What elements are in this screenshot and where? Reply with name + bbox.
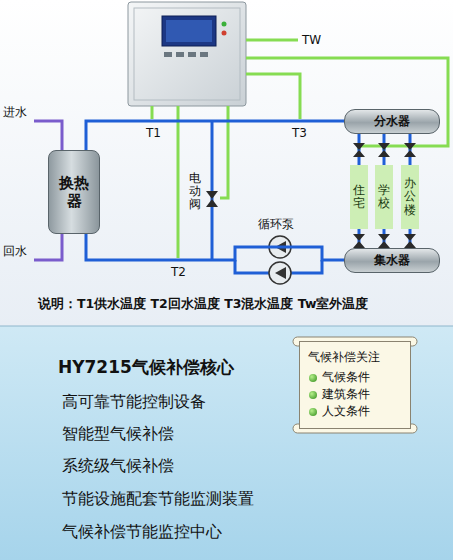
feature-line: 系统级气候补偿 <box>62 456 174 477</box>
valve-symbol <box>378 234 390 248</box>
building-branch: 学校 <box>375 165 393 229</box>
valve-symbol <box>404 143 416 157</box>
button <box>176 52 184 57</box>
node-text: 换热器 <box>58 174 90 210</box>
panel-heading: HY7215气候补偿核心 <box>58 356 234 379</box>
indicator <box>222 22 227 27</box>
valve-label: 电动阀 <box>189 172 201 212</box>
controller-housing <box>128 2 246 106</box>
bullet-item: 气候条件 <box>308 369 370 386</box>
node-text: 分水器 <box>374 113 410 130</box>
signal-wire <box>246 58 448 146</box>
bypass-pipe <box>211 121 214 260</box>
pumps <box>269 236 291 284</box>
sensor-label: TW <box>302 33 321 47</box>
water-pipe <box>86 234 344 260</box>
pipe-label: 进水 <box>3 104 27 121</box>
sensor-label: T2 <box>171 265 186 279</box>
branch-valves <box>353 143 416 248</box>
signal-wire <box>246 74 300 119</box>
top-ground <box>0 0 453 326</box>
heat-exchanger: 换热器 <box>48 150 100 234</box>
signal-wire <box>246 39 298 42</box>
note: 说明：T1供水温度 T2回水温度 T3混水温度 Tw室外温度 <box>38 296 368 313</box>
node-text: 学校 <box>378 184 390 210</box>
divider <box>0 326 453 327</box>
signal-wires <box>152 40 448 258</box>
feature-line: 节能设施配套节能监测装置 <box>62 489 254 510</box>
bullet-item: 建筑条件 <box>308 386 370 403</box>
feature-line: 高可靠节能控制设备 <box>62 392 206 413</box>
screen-glow <box>166 20 212 42</box>
pipe-label: 回水 <box>3 243 27 260</box>
building-branch: 办公楼 <box>401 165 419 229</box>
pump-label: 循环泵 <box>258 216 294 233</box>
node-text: 办公楼 <box>404 177 416 217</box>
feature-line: 智能型气候补偿 <box>62 424 174 445</box>
node-text: 集水器 <box>374 252 410 269</box>
valve-symbol <box>404 234 416 248</box>
scroll-curls <box>293 337 417 433</box>
button <box>188 52 196 57</box>
bullet-item: 人文条件 <box>308 403 370 420</box>
scroll-note: 气候补偿关注气候条件建筑条件人文条件 <box>299 341 411 429</box>
outlet-pipe <box>34 234 62 260</box>
button <box>164 52 172 57</box>
valve-symbol <box>353 143 365 157</box>
valve-symbol <box>353 234 365 248</box>
pump-symbol <box>275 267 286 279</box>
node-text: 住宅 <box>353 184 365 210</box>
sensor-label: T3 <box>292 126 307 140</box>
building-branch: 住宅 <box>350 165 368 229</box>
feature-line: 气候补偿节能监控中心 <box>62 522 222 543</box>
indicator <box>222 31 227 36</box>
inlet-pipe <box>34 121 62 150</box>
controller-screen <box>162 16 216 46</box>
bottom-panel <box>0 326 453 560</box>
collector-header: 分水器 <box>344 109 440 134</box>
controller <box>128 2 246 106</box>
signal-wire <box>177 106 180 258</box>
water-pipe <box>86 121 344 150</box>
pump <box>269 262 291 284</box>
electric-valve <box>206 191 218 207</box>
button <box>200 52 208 57</box>
node-text: 气候补偿关注 <box>308 349 380 366</box>
sensor-label: T1 <box>146 126 161 140</box>
collector-header: 集水器 <box>344 248 440 273</box>
valve-symbol <box>378 143 390 157</box>
controller-panel <box>134 8 240 100</box>
signal-wire <box>151 106 154 119</box>
